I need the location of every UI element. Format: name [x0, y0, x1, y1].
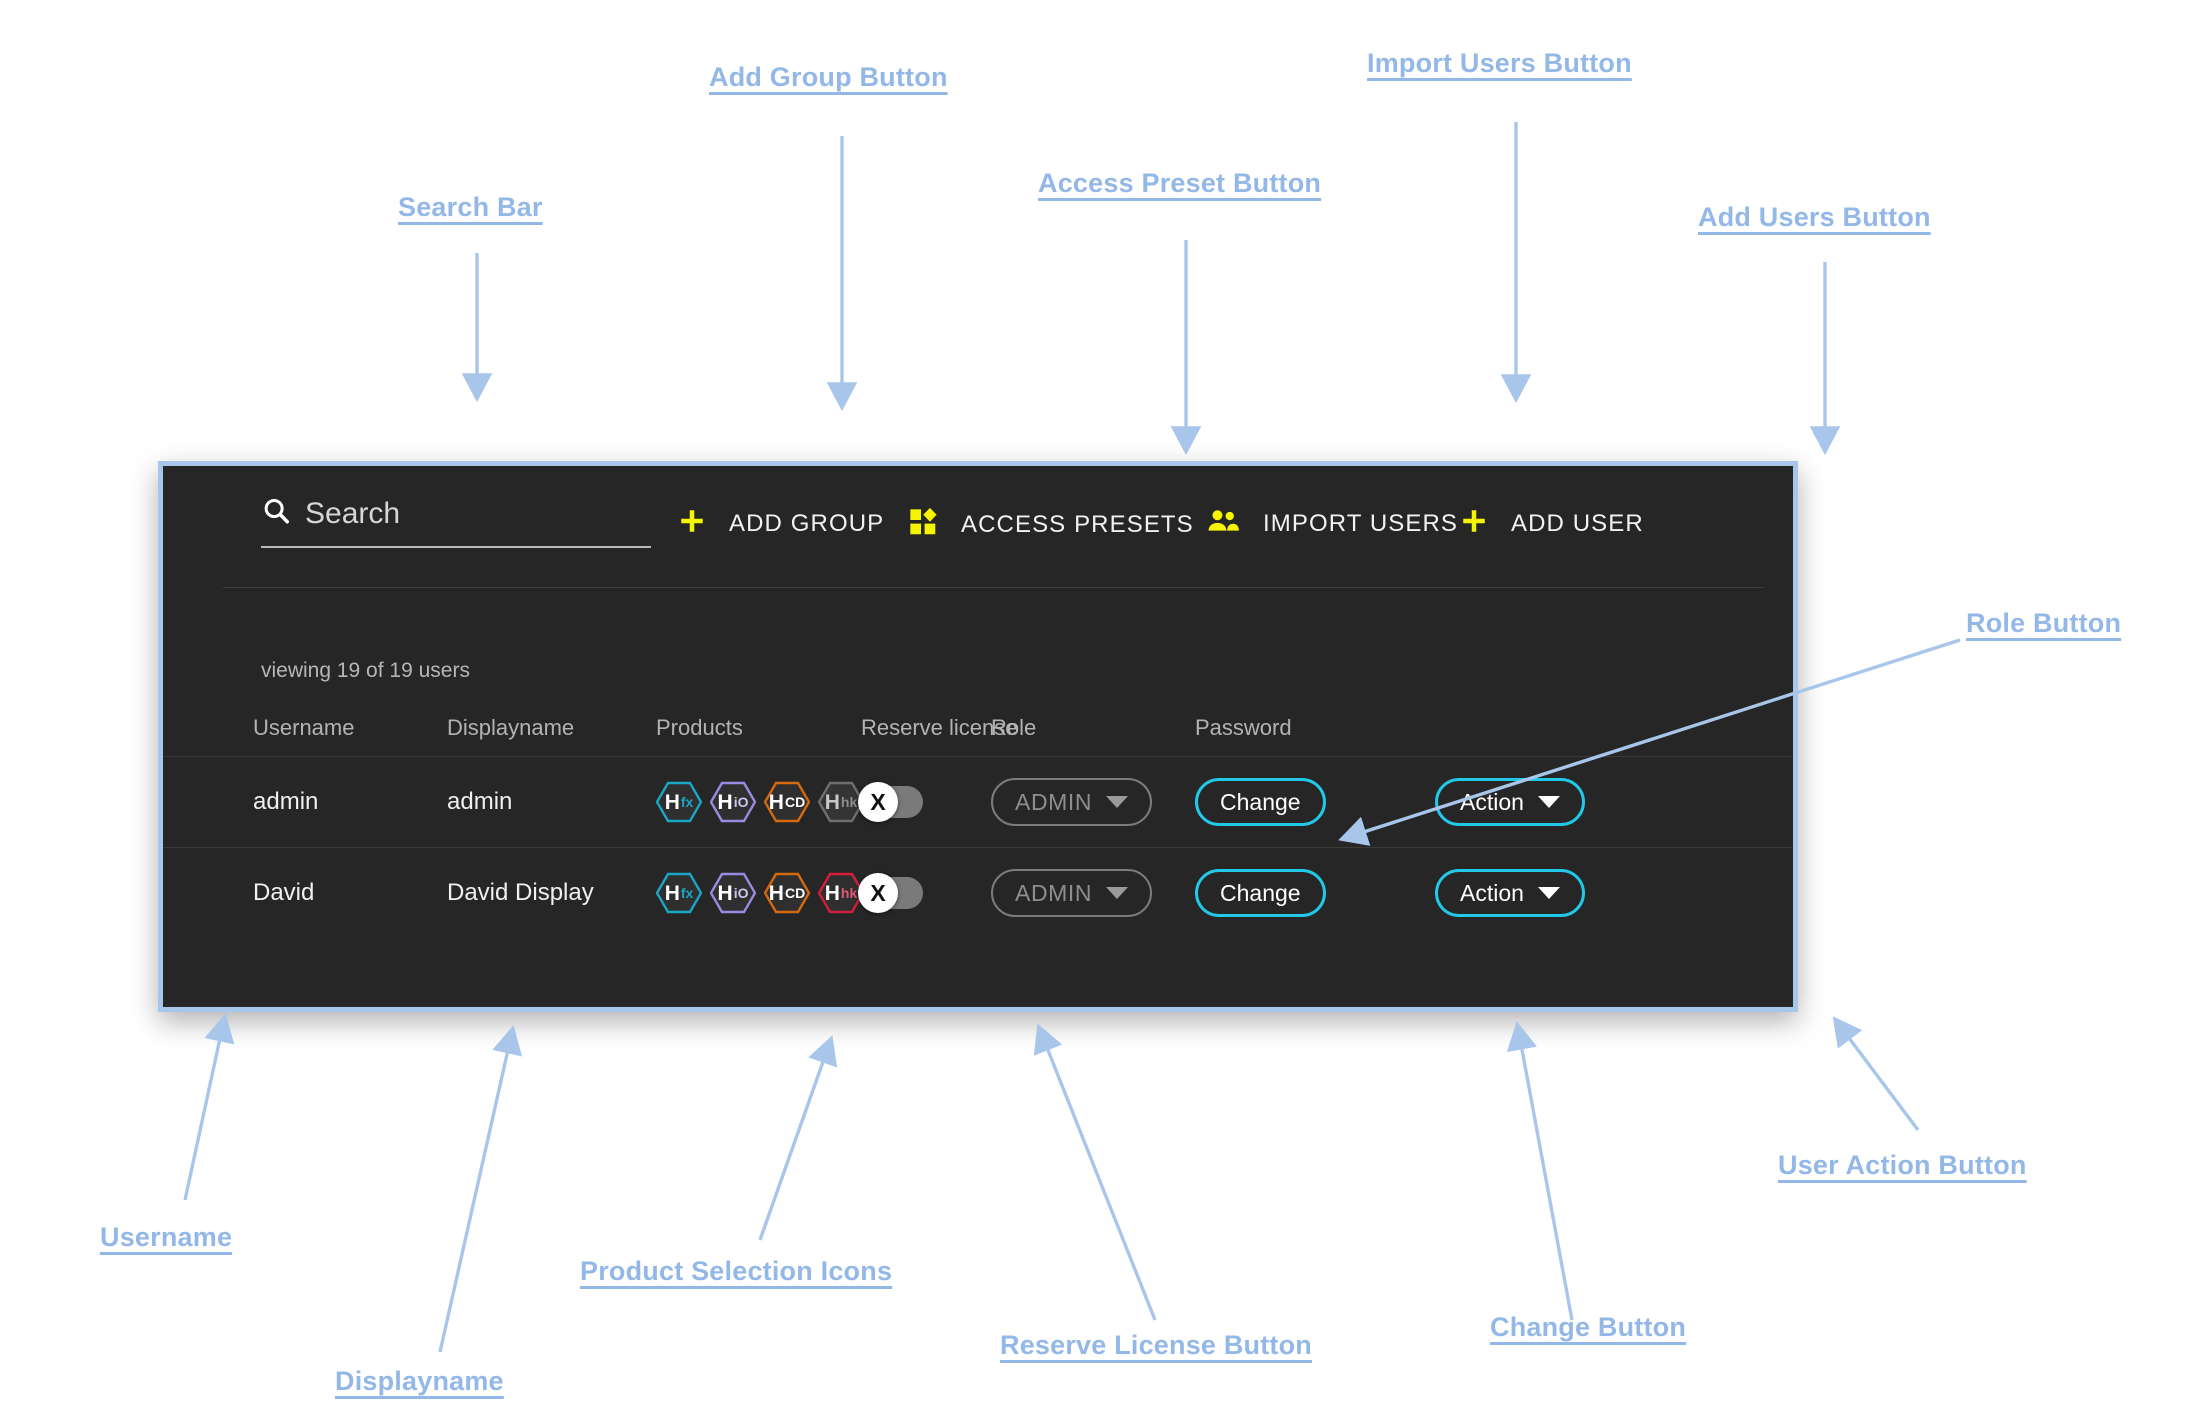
chevron-down-icon	[1537, 796, 1560, 808]
annotation-displayname: Displayname	[335, 1366, 504, 1396]
search-bar[interactable]: Search	[261, 496, 651, 548]
toggle-knob: X	[858, 782, 898, 822]
people-icon	[1207, 506, 1241, 541]
toolbar-divider	[223, 587, 1763, 588]
plus-icon	[1459, 506, 1489, 541]
access-presets-label: ACCESS PRESETS	[961, 510, 1194, 538]
toolbar: Search ADD GROUP ACCESS PRESETS	[163, 466, 1793, 588]
annotation-import-users-button: Import Users Button	[1367, 48, 1632, 78]
reserve-license-toggle[interactable]: X	[858, 782, 923, 822]
badge-main: H	[824, 881, 840, 905]
add-user-button[interactable]: ADD USER	[1455, 500, 1648, 547]
badge-sub: fx	[680, 794, 694, 810]
annotation-add-users-button: Add Users Button	[1698, 202, 1931, 232]
add-group-button[interactable]: ADD GROUP	[673, 500, 888, 547]
change-label: Change	[1220, 788, 1301, 815]
cell-username: David	[253, 879, 315, 906]
role-label: ADMIN	[1015, 788, 1093, 815]
header-products: Products	[656, 714, 743, 740]
change-password-button[interactable]: Change	[1195, 869, 1326, 917]
badge-main: H	[664, 790, 680, 814]
badge-sub: CD	[784, 885, 806, 901]
annotation-search-bar: Search Bar	[398, 192, 543, 222]
search-icon	[261, 496, 291, 531]
annotation-add-group-button: Add Group Button	[709, 62, 948, 92]
badge-sub: fx	[680, 885, 694, 901]
chevron-down-icon	[1106, 887, 1129, 899]
search-input[interactable]: Search	[305, 496, 401, 530]
badge-sub: hk	[840, 794, 858, 810]
toggle-track[interactable]: X	[858, 873, 923, 913]
annotation-access-preset-button: Access Preset Button	[1038, 168, 1322, 198]
header-reserve-license: Reserve license	[861, 714, 1018, 740]
viewing-count: viewing 19 of 19 users	[261, 659, 470, 682]
table-header-row: Username Displayname Products Reserve li…	[163, 699, 1793, 756]
user-action-button[interactable]: Action	[1435, 869, 1585, 917]
badge-main: H	[717, 881, 733, 905]
plus-icon	[677, 506, 707, 541]
toggle-track[interactable]: X	[858, 782, 923, 822]
action-label: Action	[1460, 879, 1524, 906]
badge-sub: iO	[733, 794, 749, 810]
add-group-label: ADD GROUP	[729, 509, 885, 537]
annotation-username: Username	[100, 1222, 233, 1252]
user-action-button[interactable]: Action	[1435, 778, 1585, 826]
header-username: Username	[253, 714, 355, 740]
annotation-reserve-license-button: Reserve License Button	[1000, 1330, 1312, 1360]
cell-displayname: David Display	[447, 879, 594, 906]
role-button[interactable]: ADMIN	[991, 869, 1153, 917]
header-displayname: Displayname	[447, 714, 575, 740]
users-table: Username Displayname Products Reserve li…	[163, 699, 1793, 938]
role-button[interactable]: ADMIN	[991, 778, 1153, 826]
chevron-down-icon	[1106, 796, 1129, 808]
chevron-down-icon	[1537, 887, 1560, 899]
header-role: Role	[991, 714, 1037, 740]
badge-main: H	[717, 790, 733, 814]
toggle-knob: X	[858, 873, 898, 913]
badge-sub: iO	[733, 885, 749, 901]
annotation-role-button: Role Button	[1966, 608, 2122, 638]
annotation-product-selection-icons: Product Selection Icons	[580, 1256, 893, 1286]
badge-sub: CD	[784, 794, 806, 810]
add-user-label: ADD USER	[1511, 509, 1644, 537]
badge-main: H	[768, 790, 784, 814]
cell-username: admin	[253, 788, 319, 815]
annotation-user-action-button: User Action Button	[1778, 1150, 2027, 1180]
badge-main: H	[664, 881, 680, 905]
reserve-license-toggle[interactable]: X	[858, 873, 923, 913]
import-users-label: IMPORT USERS	[1263, 509, 1459, 537]
header-password: Password	[1195, 714, 1292, 740]
badge-main: H	[824, 790, 840, 814]
import-users-button[interactable]: IMPORT USERS	[1203, 500, 1462, 547]
annotation-change-button: Change Button	[1490, 1312, 1687, 1342]
change-label: Change	[1220, 879, 1301, 906]
user-management-panel: Search ADD GROUP ACCESS PRESETS	[158, 461, 1798, 1012]
role-label: ADMIN	[1015, 879, 1093, 906]
cell-displayname: admin	[447, 788, 513, 815]
badge-main: H	[768, 881, 784, 905]
action-label: Action	[1460, 788, 1524, 815]
access-presets-button[interactable]: ACCESS PRESETS	[903, 500, 1198, 549]
dashboard-icon	[907, 506, 939, 543]
change-password-button[interactable]: Change	[1195, 778, 1326, 826]
badge-sub: hk	[840, 885, 858, 901]
